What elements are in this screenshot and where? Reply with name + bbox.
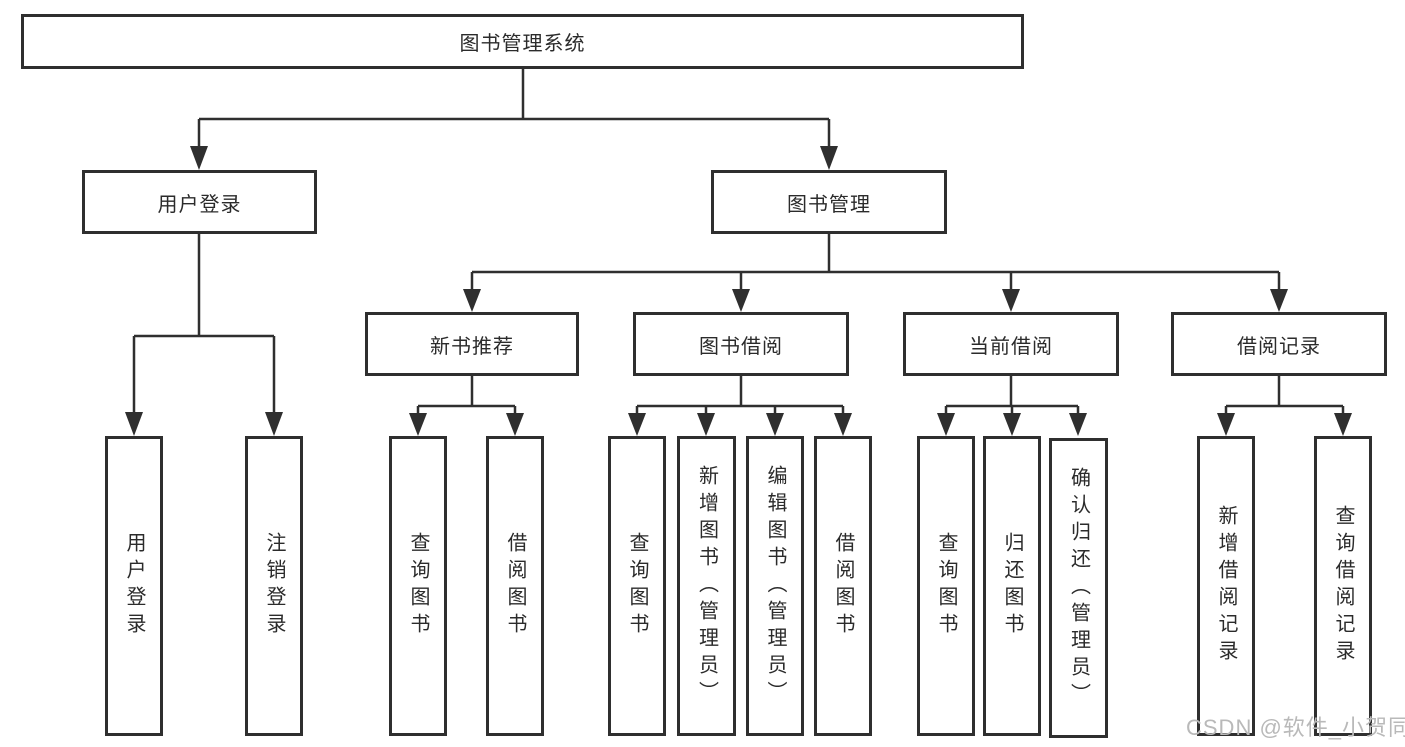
csdn-watermark: CSDN @软件_小贺同学 xyxy=(1186,715,1405,740)
leaf-add-borrow-record: 新增借阅记录 xyxy=(1197,436,1255,736)
leaf-user-login-label: 用户登录 xyxy=(123,532,145,640)
leaf-borrow-books-2-label: 借阅图书 xyxy=(832,532,854,640)
leaf-edit-book-admin: 编辑图书（管理员） xyxy=(746,436,804,736)
node-borrow-records: 借阅记录 xyxy=(1171,312,1387,376)
leaf-query-books-3: 查询图书 xyxy=(917,436,975,736)
node-book-management-branch: 图书管理 xyxy=(711,170,947,234)
leaf-borrow-books-2: 借阅图书 xyxy=(814,436,872,736)
leaf-return-books-label: 归还图书 xyxy=(1001,532,1023,640)
node-root-library-system: 图书管理系统 xyxy=(21,14,1024,69)
leaf-add-borrow-record-label: 新增借阅记录 xyxy=(1215,505,1237,667)
leaf-query-books-1: 查询图书 xyxy=(389,436,447,736)
node-current-borrow: 当前借阅 xyxy=(903,312,1119,376)
leaf-confirm-return-admin-label: 确认归还（管理员） xyxy=(1067,466,1090,710)
leaf-add-book-admin-label: 新增图书（管理员） xyxy=(695,464,718,708)
leaf-logout-label: 注销登录 xyxy=(263,532,285,640)
leaf-edit-book-admin-label: 编辑图书（管理员） xyxy=(764,464,786,708)
node-current-borrow-label: 当前借阅 xyxy=(969,335,1053,358)
leaf-confirm-return-admin: 确认归还（管理员） xyxy=(1049,438,1108,738)
node-user-login-branch: 用户登录 xyxy=(82,170,317,234)
node-borrow-records-label: 借阅记录 xyxy=(1237,335,1321,358)
leaf-user-login: 用户登录 xyxy=(105,436,163,736)
node-book-management-branch-label: 图书管理 xyxy=(787,193,871,216)
leaf-add-book-admin: 新增图书（管理员） xyxy=(677,436,736,736)
leaf-query-books-3-label: 查询图书 xyxy=(935,532,957,640)
leaf-query-books-2-label: 查询图书 xyxy=(626,532,648,640)
node-book-borrow-label: 图书借阅 xyxy=(699,335,783,358)
node-book-borrow: 图书借阅 xyxy=(633,312,849,376)
leaf-borrow-books-1: 借阅图书 xyxy=(486,436,544,736)
leaf-query-borrow-record: 查询借阅记录 xyxy=(1314,436,1372,736)
leaf-query-books-1-label: 查询图书 xyxy=(407,532,429,640)
leaf-borrow-books-1-label: 借阅图书 xyxy=(504,532,526,640)
leaf-logout: 注销登录 xyxy=(245,436,303,736)
leaf-return-books: 归还图书 xyxy=(983,436,1041,736)
node-root-label: 图书管理系统 xyxy=(459,33,586,55)
leaf-query-borrow-record-label: 查询借阅记录 xyxy=(1332,505,1354,667)
leaf-query-books-2: 查询图书 xyxy=(608,436,666,736)
node-user-login-branch-label: 用户登录 xyxy=(157,193,242,216)
node-new-book-recommend-label: 新书推荐 xyxy=(430,335,514,358)
node-new-book-recommend: 新书推荐 xyxy=(365,312,579,376)
